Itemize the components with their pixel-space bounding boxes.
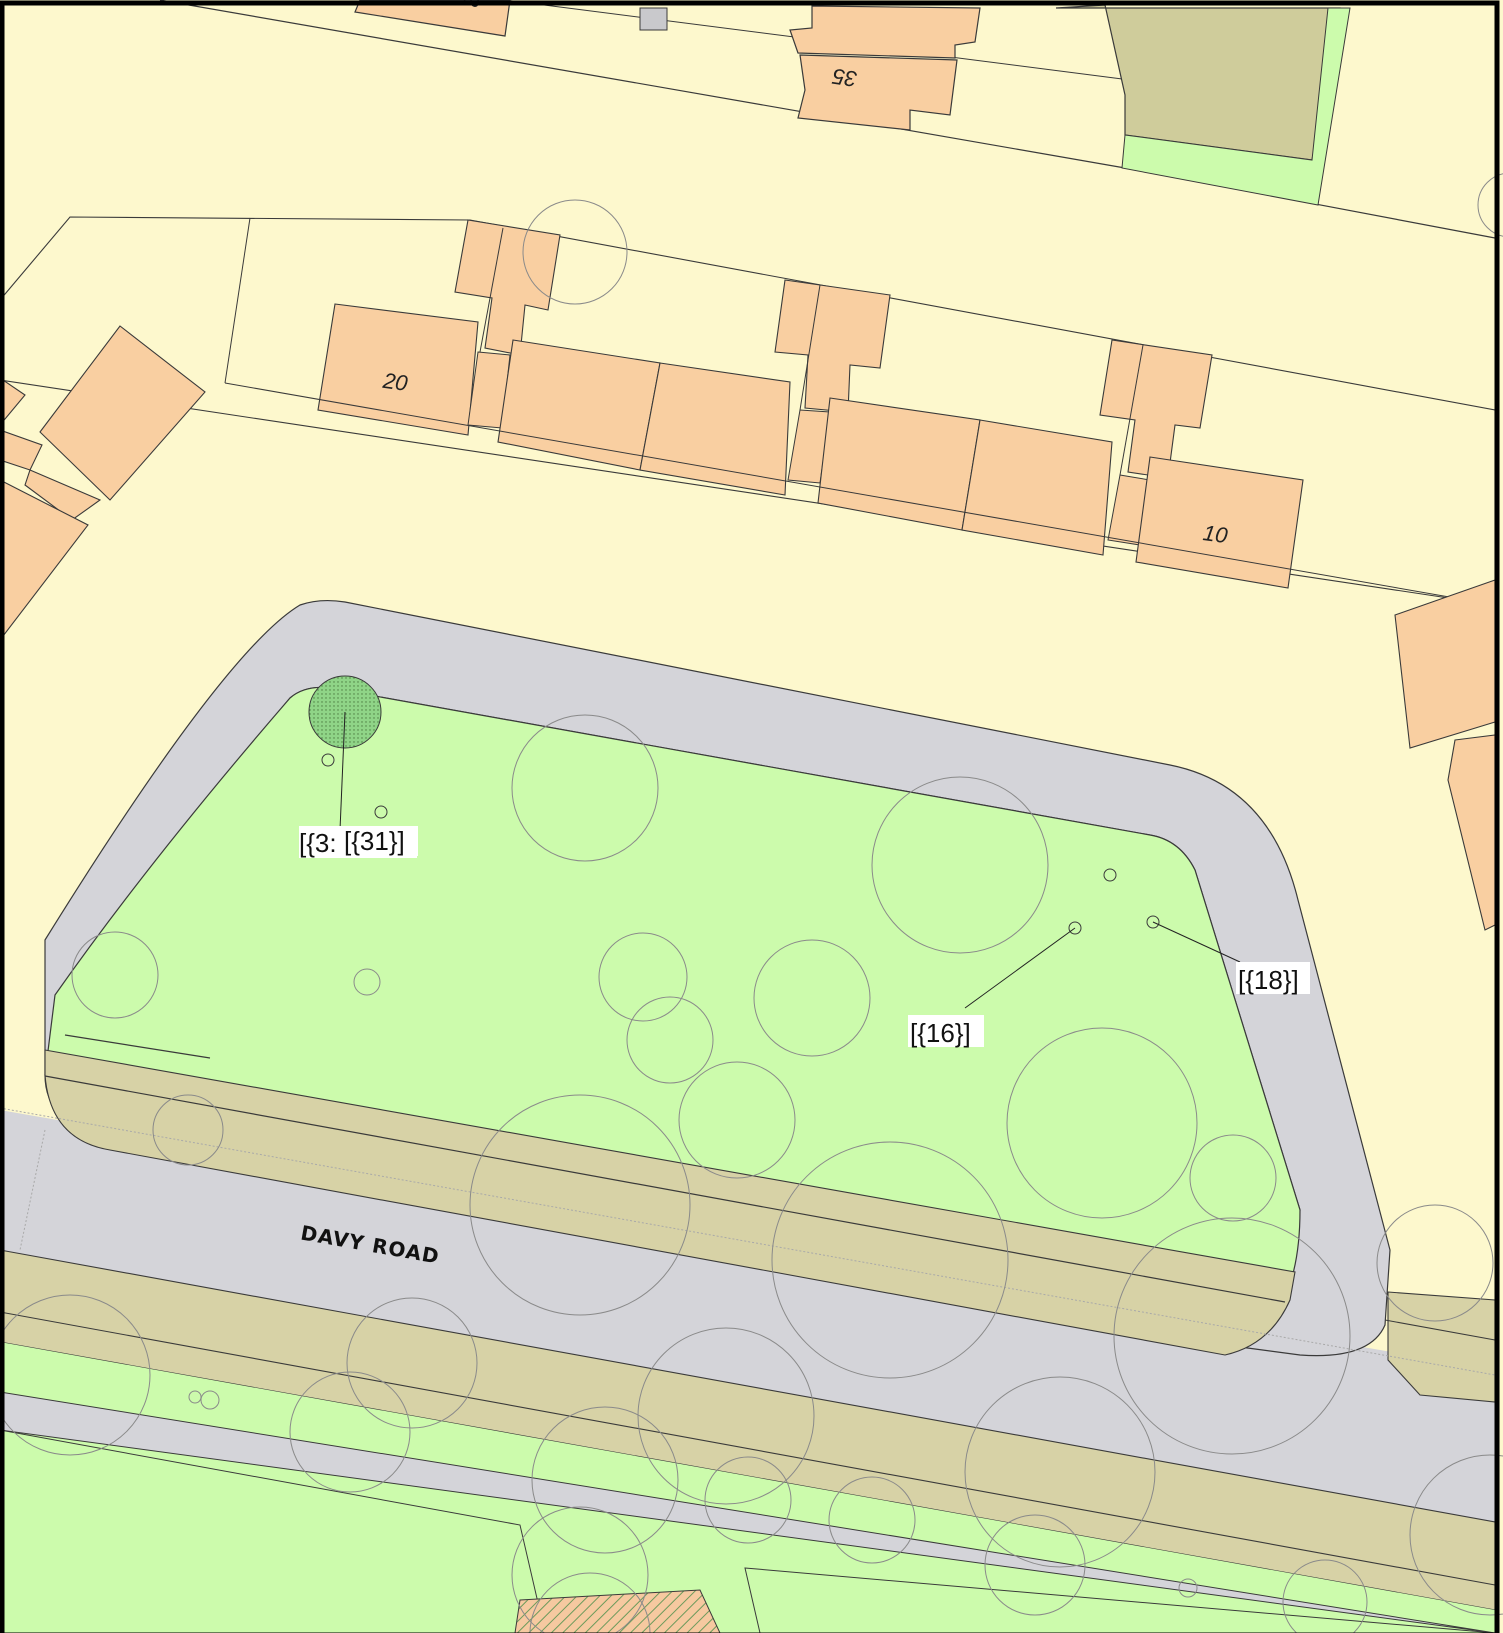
verge-band-upper [44,1049,1296,1356]
tree-canopy [637,1327,815,1505]
tree-canopy [828,1476,916,1564]
tree-canopy [353,968,381,996]
building-right-2 [1447,734,1496,931]
tree-canopies [0,173,1503,1633]
tree-label-33: [{3: [299,828,337,858]
dotted-boundary-2 [19,1129,46,1251]
tree-canopy [871,776,1049,954]
tree-canopy [469,1094,691,1316]
tree-stems [321,753,1160,935]
green-edge-line [64,1034,211,1059]
plot-boundary-lower [224,382,1496,606]
land-lower-right [1380,1200,1495,1300]
building-35 [797,54,958,131]
tree-canopy [1189,1134,1277,1222]
tree-canopy [531,1406,679,1554]
outrigger-divider-16 [799,284,821,411]
tree-canopy [289,1371,411,1493]
tree-canopy [1282,1559,1368,1633]
building-terrace-12 [961,419,1113,556]
tree-label-16: [{16}] [910,1018,971,1048]
verge-right [1387,1291,1496,1403]
tree-canopy [704,1456,792,1544]
tree-canopy [771,1141,1009,1379]
house-number-20: 20 [381,368,410,396]
verge-right-line [1384,1319,1496,1341]
outrigger-divider-12 [1119,344,1144,476]
verge-line-1 [44,1075,1286,1303]
tree-canopy [1006,1027,1198,1219]
leader-line-tree-16 [964,927,1076,1009]
tree-canopy [529,1572,651,1633]
tree-stem [1068,921,1082,935]
tree-canopy [1376,1204,1494,1322]
garden-top-right [1121,7,1351,206]
verge-lower-line [0,1311,1496,1586]
building-10 [1135,456,1304,589]
house-number-10: 10 [1201,520,1229,548]
building-left-5 [0,479,89,641]
tree-label-bg [908,1015,984,1047]
tree-canopy [1178,1578,1198,1598]
tree-canopy [0,1294,151,1456]
grass-bottom-left [0,1429,546,1633]
tree-stem [374,805,388,819]
house-number-35: 35 [830,64,858,92]
tree-canopy [984,1514,1086,1616]
path-strip-lower [0,1391,1496,1633]
tree-stem [1146,915,1160,929]
tree-stem [321,753,335,767]
tree-label-31: [{31}] [344,826,405,856]
tree-canopy [626,996,714,1084]
building-top-8 [354,0,511,37]
tree-canopy [152,1094,224,1166]
tree-stem [1103,868,1117,882]
building-20 [317,303,479,436]
building-left-1 [39,325,206,501]
hatched-bed [514,1589,721,1633]
grass-bottom-right [744,1567,1496,1633]
small-shed-top [639,7,668,31]
tree-canopy [346,1297,478,1429]
tree-canopy [200,1390,220,1410]
building-left-2 [0,377,26,426]
tree-canopy [753,939,871,1057]
tree-canopy [1477,173,1503,237]
outrigger-divider-20 [479,227,504,353]
tree-canopy [511,1506,649,1633]
tree-canopy [522,199,628,305]
tree-canopy [188,1390,202,1404]
tree-canopy [964,1376,1156,1568]
tree-label-bg [1236,962,1310,994]
building-top-35 [789,5,981,59]
leader-line-tree-33 [339,711,346,831]
tree-label-overlap-bg [344,826,418,856]
tree-canopy [1113,1217,1351,1455]
tree-label-18: [{18}] [1238,965,1299,995]
plot-division-1 [224,217,251,384]
dotted-boundary-1 [0,1107,1496,1376]
tree-canopy [71,931,159,1019]
tree-canopy [1409,1454,1503,1616]
tree-canopy [598,932,688,1022]
tree-canopy [511,714,659,862]
tree-canopy [678,1061,796,1179]
leader-line-tree-18 [1152,921,1241,963]
